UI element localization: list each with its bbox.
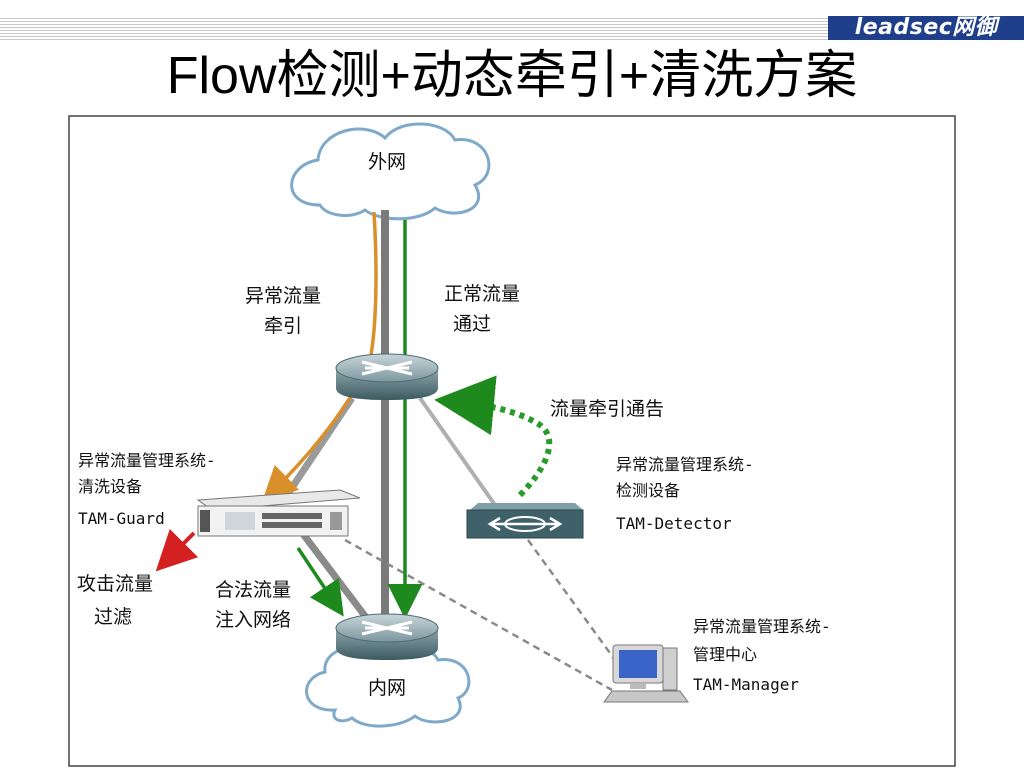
attack-filter-label-2: 过滤 bbox=[94, 606, 132, 628]
external-cloud-label: 外网 bbox=[368, 151, 406, 173]
guard-desc-line1: 异常流量管理系统- bbox=[78, 451, 216, 470]
mgmt-link-detector bbox=[526, 539, 617, 661]
lower-router-icon bbox=[335, 613, 439, 660]
abnormal-traction-label-2: 牵引 bbox=[264, 315, 302, 337]
tam-manager-computer-icon bbox=[603, 644, 689, 703]
link-guard-router bbox=[297, 527, 371, 623]
internal-cloud bbox=[305, 643, 471, 728]
legal-inject-label-1: 合法流量 bbox=[215, 579, 291, 601]
internal-cloud-label: 内网 bbox=[368, 677, 406, 699]
detector-device-name: TAM-Detector bbox=[616, 514, 732, 533]
legal-inject-label-2: 注入网络 bbox=[215, 609, 291, 631]
diagram-frame bbox=[68, 115, 956, 767]
normal-pass-label-1: 正常流量 bbox=[444, 283, 520, 305]
tam-detector-appliance-icon bbox=[466, 503, 584, 539]
guard-desc-line2: 清洗设备 bbox=[78, 477, 142, 496]
abnormal-traction-label-1: 异常流量 bbox=[245, 285, 321, 307]
traction-notice-arrow bbox=[434, 375, 553, 498]
manager-desc-line2: 管理中心 bbox=[693, 645, 757, 664]
page-title: Flow检测+动态牵引+清洗方案 bbox=[166, 47, 858, 105]
manager-desc-line1: 异常流量管理系统- bbox=[693, 617, 831, 636]
attack-filter-arrow bbox=[155, 528, 199, 572]
upper-router-icon bbox=[335, 353, 439, 400]
manager-device-name: TAM-Manager bbox=[693, 675, 799, 694]
normal-pass-label-2: 通过 bbox=[453, 313, 491, 335]
legal-inject-arrow bbox=[296, 547, 344, 617]
attack-filter-label-1: 攻击流量 bbox=[77, 573, 153, 595]
mgmt-link-guard bbox=[344, 538, 613, 692]
header-stripes bbox=[0, 18, 1024, 40]
link-router-detector bbox=[418, 396, 497, 507]
tam-guard-appliance-icon bbox=[196, 489, 361, 537]
detector-desc-line1: 异常流量管理系统- bbox=[616, 455, 754, 474]
traction-notice-label: 流量牵引通告 bbox=[550, 398, 664, 420]
detector-desc-line2: 检测设备 bbox=[616, 481, 680, 500]
brand-logo: leadsec网御 bbox=[828, 16, 1024, 40]
guard-device-name: TAM-Guard bbox=[78, 509, 165, 528]
